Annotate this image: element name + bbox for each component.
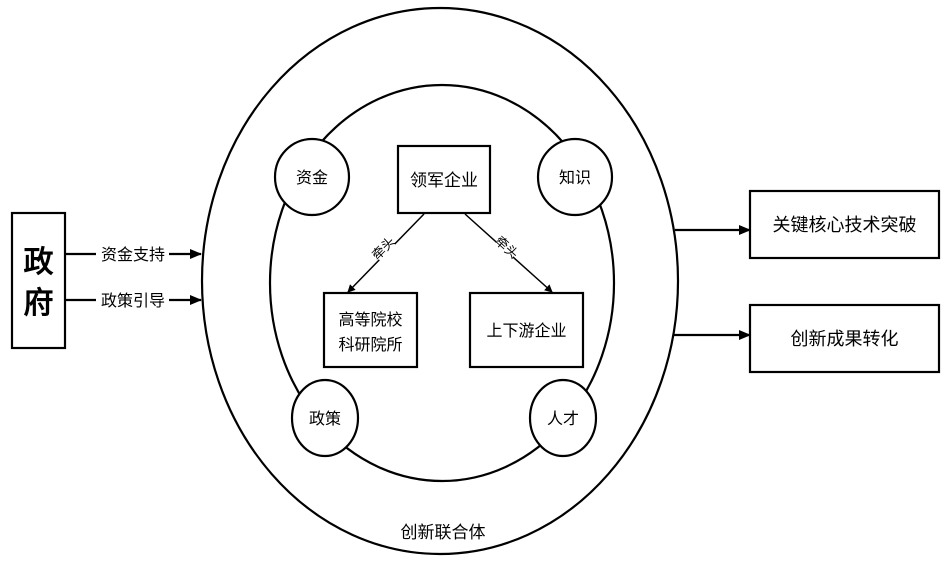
government-label-line1: 政 (24, 245, 54, 280)
outcome-commercialization-label: 创新成果转化 (791, 329, 899, 350)
lead-edge-right-label: 牵头 (491, 234, 520, 263)
resource-talent-node: 人才 (528, 378, 598, 458)
alliance-outer-ellipse (200, 6, 680, 556)
leader-enterprise-node: 领军企业 (396, 144, 492, 215)
resource-knowledge-node: 知识 (536, 137, 614, 217)
outcome-commercialization-node: 创新成果转化 (748, 303, 941, 374)
resource-knowledge-label: 知识 (559, 168, 591, 187)
alliance-label: 创新联合体 (401, 523, 486, 543)
alliance-inner-ellipse (268, 83, 616, 483)
resource-policy-node: 政策 (290, 378, 360, 458)
lead-edge-supply-chain: 牵头 (464, 213, 553, 293)
resource-funding-label: 资金 (296, 168, 328, 187)
university-research-node: 高等院校 科研院所 (322, 291, 419, 369)
lead-edge-left-label: 牵头 (370, 235, 399, 264)
government-label-line2: 府 (24, 286, 54, 321)
leader-enterprise-label: 领军企业 (410, 171, 478, 191)
supply-chain-label: 上下游企业 (486, 321, 566, 340)
resource-talent-label: 人才 (547, 409, 579, 428)
supply-chain-enterprise-node: 上下游企业 (468, 291, 585, 369)
funding-support-arrow: 资金支持 (65, 245, 202, 264)
outcome-breakthrough-node: 关键核心技术突破 (748, 189, 941, 260)
funding-support-label: 资金支持 (101, 245, 165, 264)
lead-edge-university: 牵头 (347, 213, 425, 293)
government-node: 政 府 (10, 211, 67, 350)
university-label-line1: 高等院校 (338, 310, 402, 329)
resource-policy-label: 政策 (309, 409, 341, 428)
outcome-breakthrough-label: 关键核心技术突破 (773, 215, 917, 236)
policy-guidance-label: 政策引导 (101, 291, 165, 310)
university-label-line2: 科研院所 (338, 335, 402, 354)
resource-funding-node: 资金 (273, 137, 351, 217)
policy-guidance-arrow: 政策引导 (65, 291, 202, 310)
